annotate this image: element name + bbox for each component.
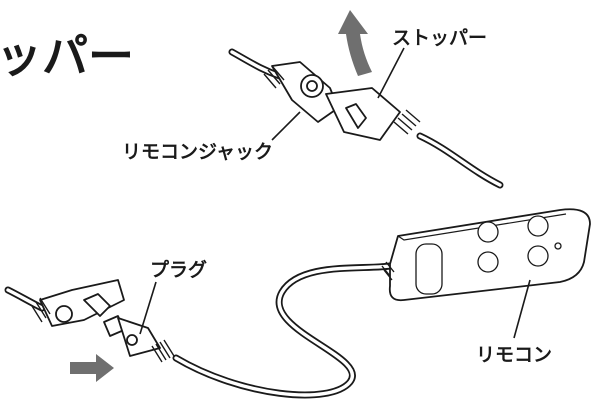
bottom-left-cable bbox=[4, 286, 46, 312]
stopper-leader-line bbox=[377, 47, 405, 99]
remote-button-4 bbox=[527, 245, 549, 267]
plug-label: プラグ bbox=[150, 258, 207, 281]
stopper bbox=[325, 87, 421, 141]
remote-button-1 bbox=[477, 221, 499, 243]
indicator-light bbox=[554, 242, 562, 250]
right-arrow-icon bbox=[70, 354, 114, 382]
remote-button-3 bbox=[477, 251, 499, 273]
remote-button-2 bbox=[527, 215, 549, 237]
section-title: ッパー bbox=[0, 29, 134, 83]
plug bbox=[103, 315, 175, 363]
remote-label: リモコン bbox=[476, 344, 552, 366]
remote-jack-leader-line bbox=[271, 111, 301, 141]
remote-jack-label: リモコンジャック bbox=[122, 141, 273, 163]
power-switch bbox=[415, 243, 443, 295]
bottom-jack bbox=[31, 279, 125, 327]
remote-control bbox=[381, 208, 591, 302]
remote-jack bbox=[263, 61, 339, 123]
plug-leader-line bbox=[139, 281, 157, 335]
top-cable bbox=[228, 48, 504, 189]
plug-cable bbox=[172, 262, 394, 399]
stopper-label: ストッパー bbox=[392, 27, 487, 49]
up-arrow-icon bbox=[338, 10, 372, 76]
remote-leader-line bbox=[513, 279, 531, 339]
